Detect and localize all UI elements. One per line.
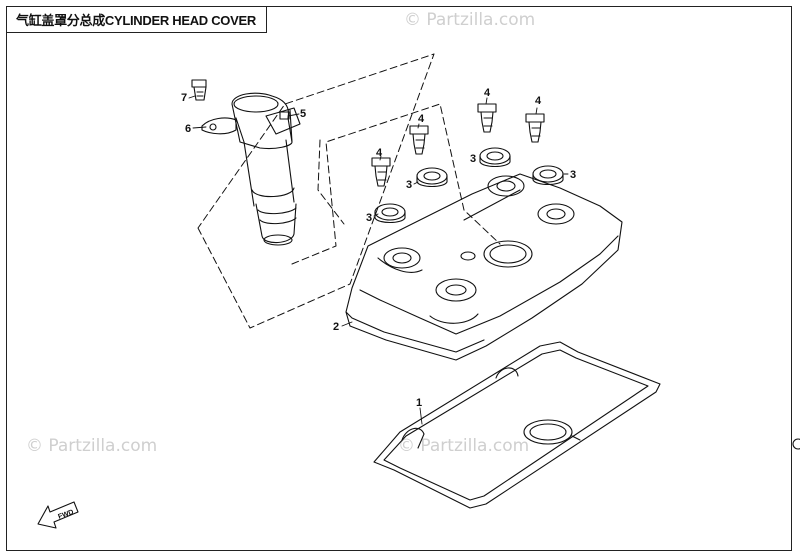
edge-mark-icon: [792, 438, 800, 450]
callout-2: 2: [333, 321, 339, 333]
callout-leaders: [188, 95, 569, 425]
callout-3d: 3: [570, 169, 576, 181]
diagram-title: 气缸盖罩分总成CYLINDER HEAD COVER: [16, 12, 256, 28]
watermark-left: © Partzilla.com: [26, 436, 158, 456]
callout-5: 5: [300, 108, 306, 120]
grommet-4: [532, 165, 564, 186]
coil-bolt: [191, 79, 207, 101]
ignition-coil: [231, 92, 301, 246]
cylinder-head-cover: [345, 173, 623, 361]
cover-bolt-3: [477, 103, 497, 133]
diagram-frame: [6, 6, 792, 551]
cover-bolt-1: [371, 157, 391, 187]
callout-4d: 4: [535, 95, 542, 107]
fwd-label: FWD: [57, 509, 74, 521]
fwd-arrow-icon: [37, 501, 79, 529]
cover-bolt-2: [409, 125, 429, 155]
grommet-1: [374, 203, 406, 224]
grommet-2: [416, 167, 448, 188]
callout-4a: 4: [376, 147, 383, 159]
coil-bracket-washer: [201, 117, 237, 135]
callout-6: 6: [185, 123, 191, 135]
grommet-3: [479, 147, 511, 168]
title-box: 气缸盖罩分总成CYLINDER HEAD COVER: [6, 6, 267, 33]
cover-bolt-4: [525, 113, 545, 143]
callout-4c: 4: [484, 87, 491, 99]
cover-gasket: [373, 341, 661, 509]
callout-7: 7: [181, 92, 187, 104]
callout-1: 1: [416, 397, 422, 409]
watermark-center: © Partzilla.com: [398, 436, 530, 456]
callout-3b: 3: [406, 179, 412, 191]
callout-3c: 3: [470, 153, 476, 165]
callout-3a: 3: [366, 212, 372, 224]
callout-4b: 4: [418, 113, 425, 125]
watermark-top: © Partzilla.com: [404, 10, 536, 30]
